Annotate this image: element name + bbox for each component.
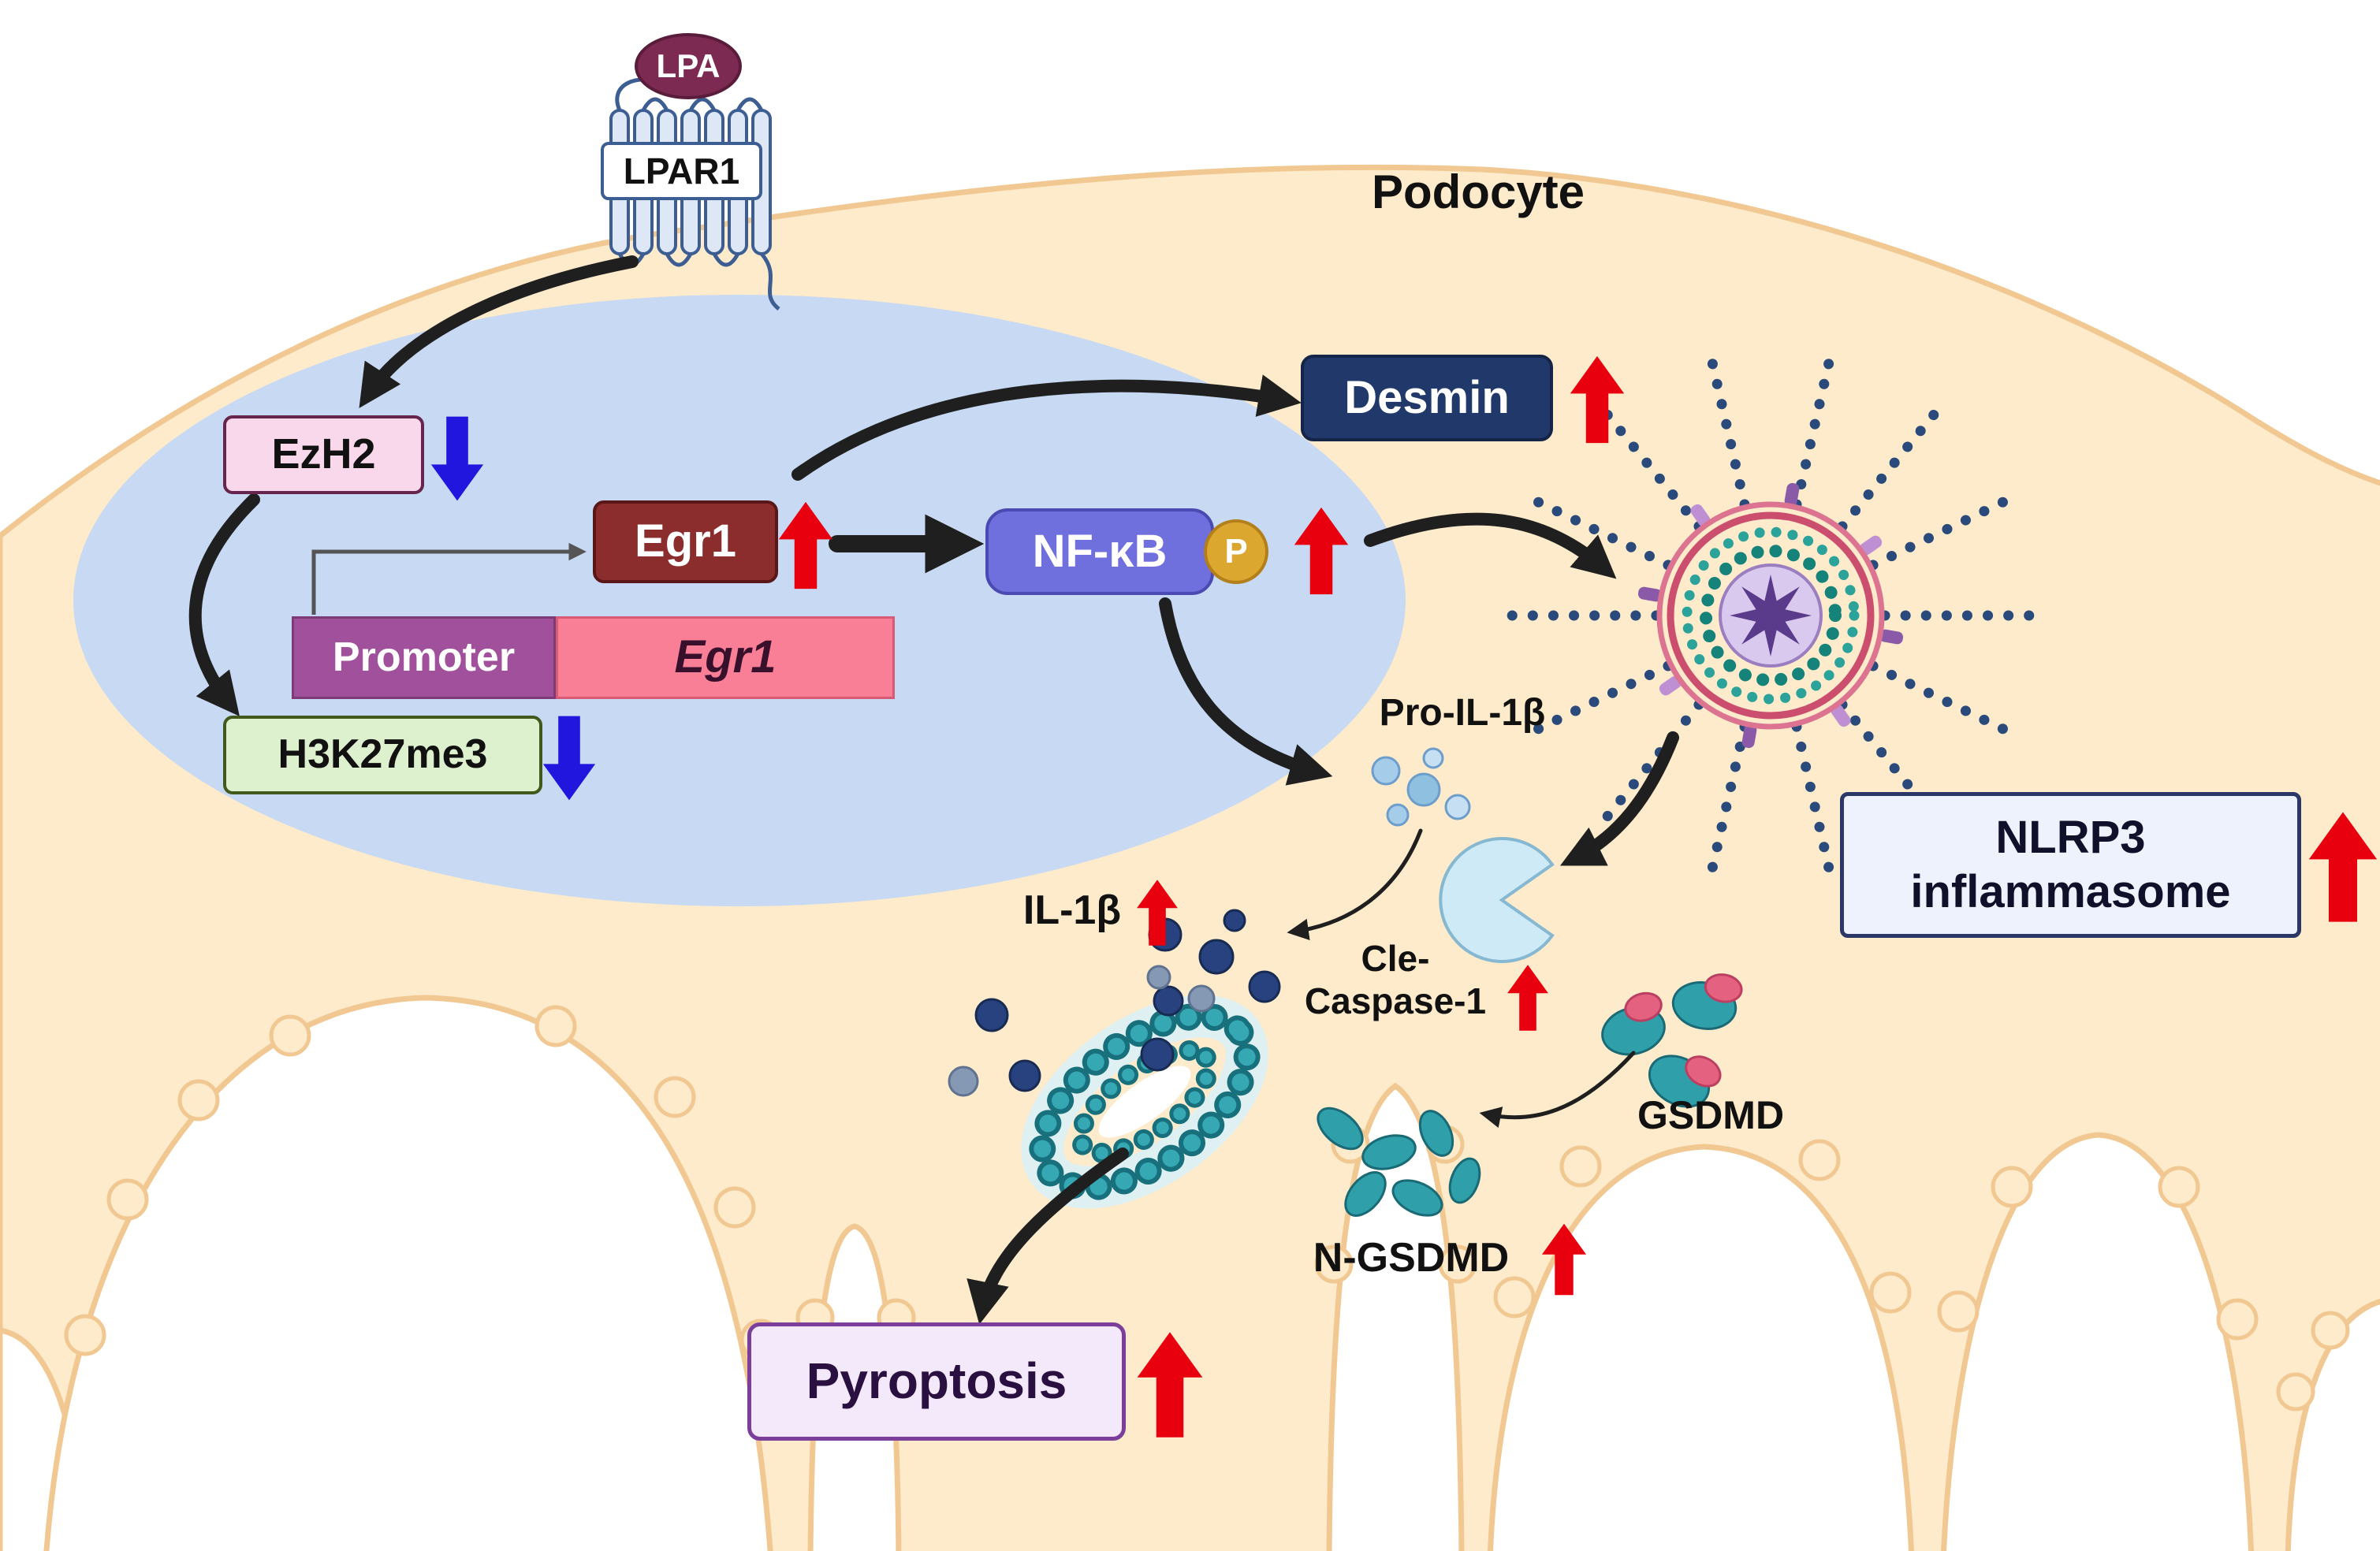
egr1-gene-box: Egr1 bbox=[556, 616, 895, 699]
egr1-box: Egr1 bbox=[593, 500, 778, 583]
lpa-ligand-icon bbox=[635, 33, 742, 99]
gsdmd-pore-icon bbox=[1021, 995, 1268, 1209]
arrow-gsdmd-to-ngsdmd bbox=[1479, 1051, 1636, 1129]
arrow-ezh2-to-h3k27me3 bbox=[188, 493, 260, 716]
cell-title: Podocyte bbox=[1371, 165, 1585, 218]
cle-line1: Cle- bbox=[1361, 937, 1430, 979]
gsdmd-protein-icons bbox=[1601, 973, 1743, 1108]
n-gsdmd-fragment-icons bbox=[1317, 1107, 1481, 1217]
arrow-nfkb-to-proil1b bbox=[1159, 597, 1333, 786]
il1b-secreted-dots bbox=[948, 985, 1184, 1097]
nlrp3-line1: NLRP3 bbox=[1995, 812, 2146, 864]
n-gsdmd-label: N-GSDMD bbox=[1313, 1235, 1510, 1281]
arrow-transcription bbox=[311, 542, 587, 615]
desmin-box: Desmin bbox=[1301, 355, 1553, 441]
lpa-label: LPA bbox=[656, 47, 721, 85]
h3k27me3-box: H3K27me3 bbox=[223, 716, 542, 794]
cle-line2: Caspase-1 bbox=[1304, 980, 1487, 1021]
gsdmd-label: GSDMD bbox=[1637, 1092, 1785, 1137]
nfkb-box: NF-κB bbox=[985, 508, 1214, 595]
pro-il1b-dots bbox=[1371, 747, 1471, 827]
pyd-domain-icons bbox=[1637, 482, 1904, 749]
nlrp3-line2: inflammasome bbox=[1910, 865, 2231, 917]
cle-caspase1-label: Cle- Caspase-1 bbox=[1273, 932, 1518, 1028]
nlrp3-inflammasome-icon bbox=[1505, 357, 2036, 874]
phospho-badge: P bbox=[1204, 519, 1268, 584]
arrow-proil1b-to-il1b bbox=[1287, 828, 1423, 941]
caspase1-icon bbox=[1439, 837, 1555, 963]
lpar1-label: LPAR1 bbox=[601, 142, 762, 200]
il1b-label: IL-1β bbox=[1022, 887, 1122, 934]
pathway-arrows bbox=[188, 255, 1679, 1325]
arrow-egr1-to-desmin bbox=[791, 374, 1302, 481]
arrow-pore-to-pyroptosis bbox=[967, 1147, 1129, 1325]
pyroptosis-box: Pyroptosis bbox=[747, 1322, 1126, 1441]
nlrp3-box: NLRP3 inflammasome bbox=[1840, 792, 2301, 938]
pro-il1b-label: Pro-IL-1β bbox=[1379, 691, 1546, 734]
il1b-dots bbox=[1146, 909, 1281, 1013]
arrow-nfkb-to-inflammasome bbox=[1364, 512, 1617, 579]
arrow-inflammasome-to-caspase1 bbox=[1559, 731, 1679, 866]
ezh2-box: EzH2 bbox=[223, 415, 424, 494]
arrow-lpar1-to-ezh2 bbox=[359, 255, 639, 408]
promoter-box: Promoter bbox=[292, 616, 556, 699]
